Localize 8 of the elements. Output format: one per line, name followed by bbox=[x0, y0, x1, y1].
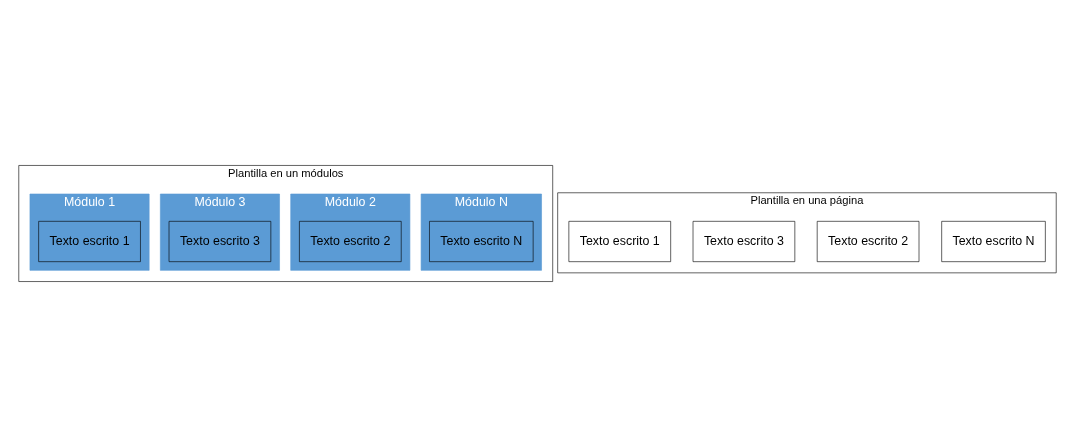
node-box: Texto escrito 1 bbox=[568, 220, 671, 262]
node-box: Texto escrito N bbox=[941, 220, 1046, 262]
node-box: Texto escrito N bbox=[429, 220, 534, 262]
node-box: Texto escrito 3 bbox=[692, 220, 796, 262]
node-box: Texto escrito 1 bbox=[38, 220, 141, 262]
node-box: Texto escrito 2 bbox=[816, 220, 920, 262]
node-box: Texto escrito 3 bbox=[168, 220, 272, 262]
node-box: Texto escrito 2 bbox=[299, 220, 402, 262]
